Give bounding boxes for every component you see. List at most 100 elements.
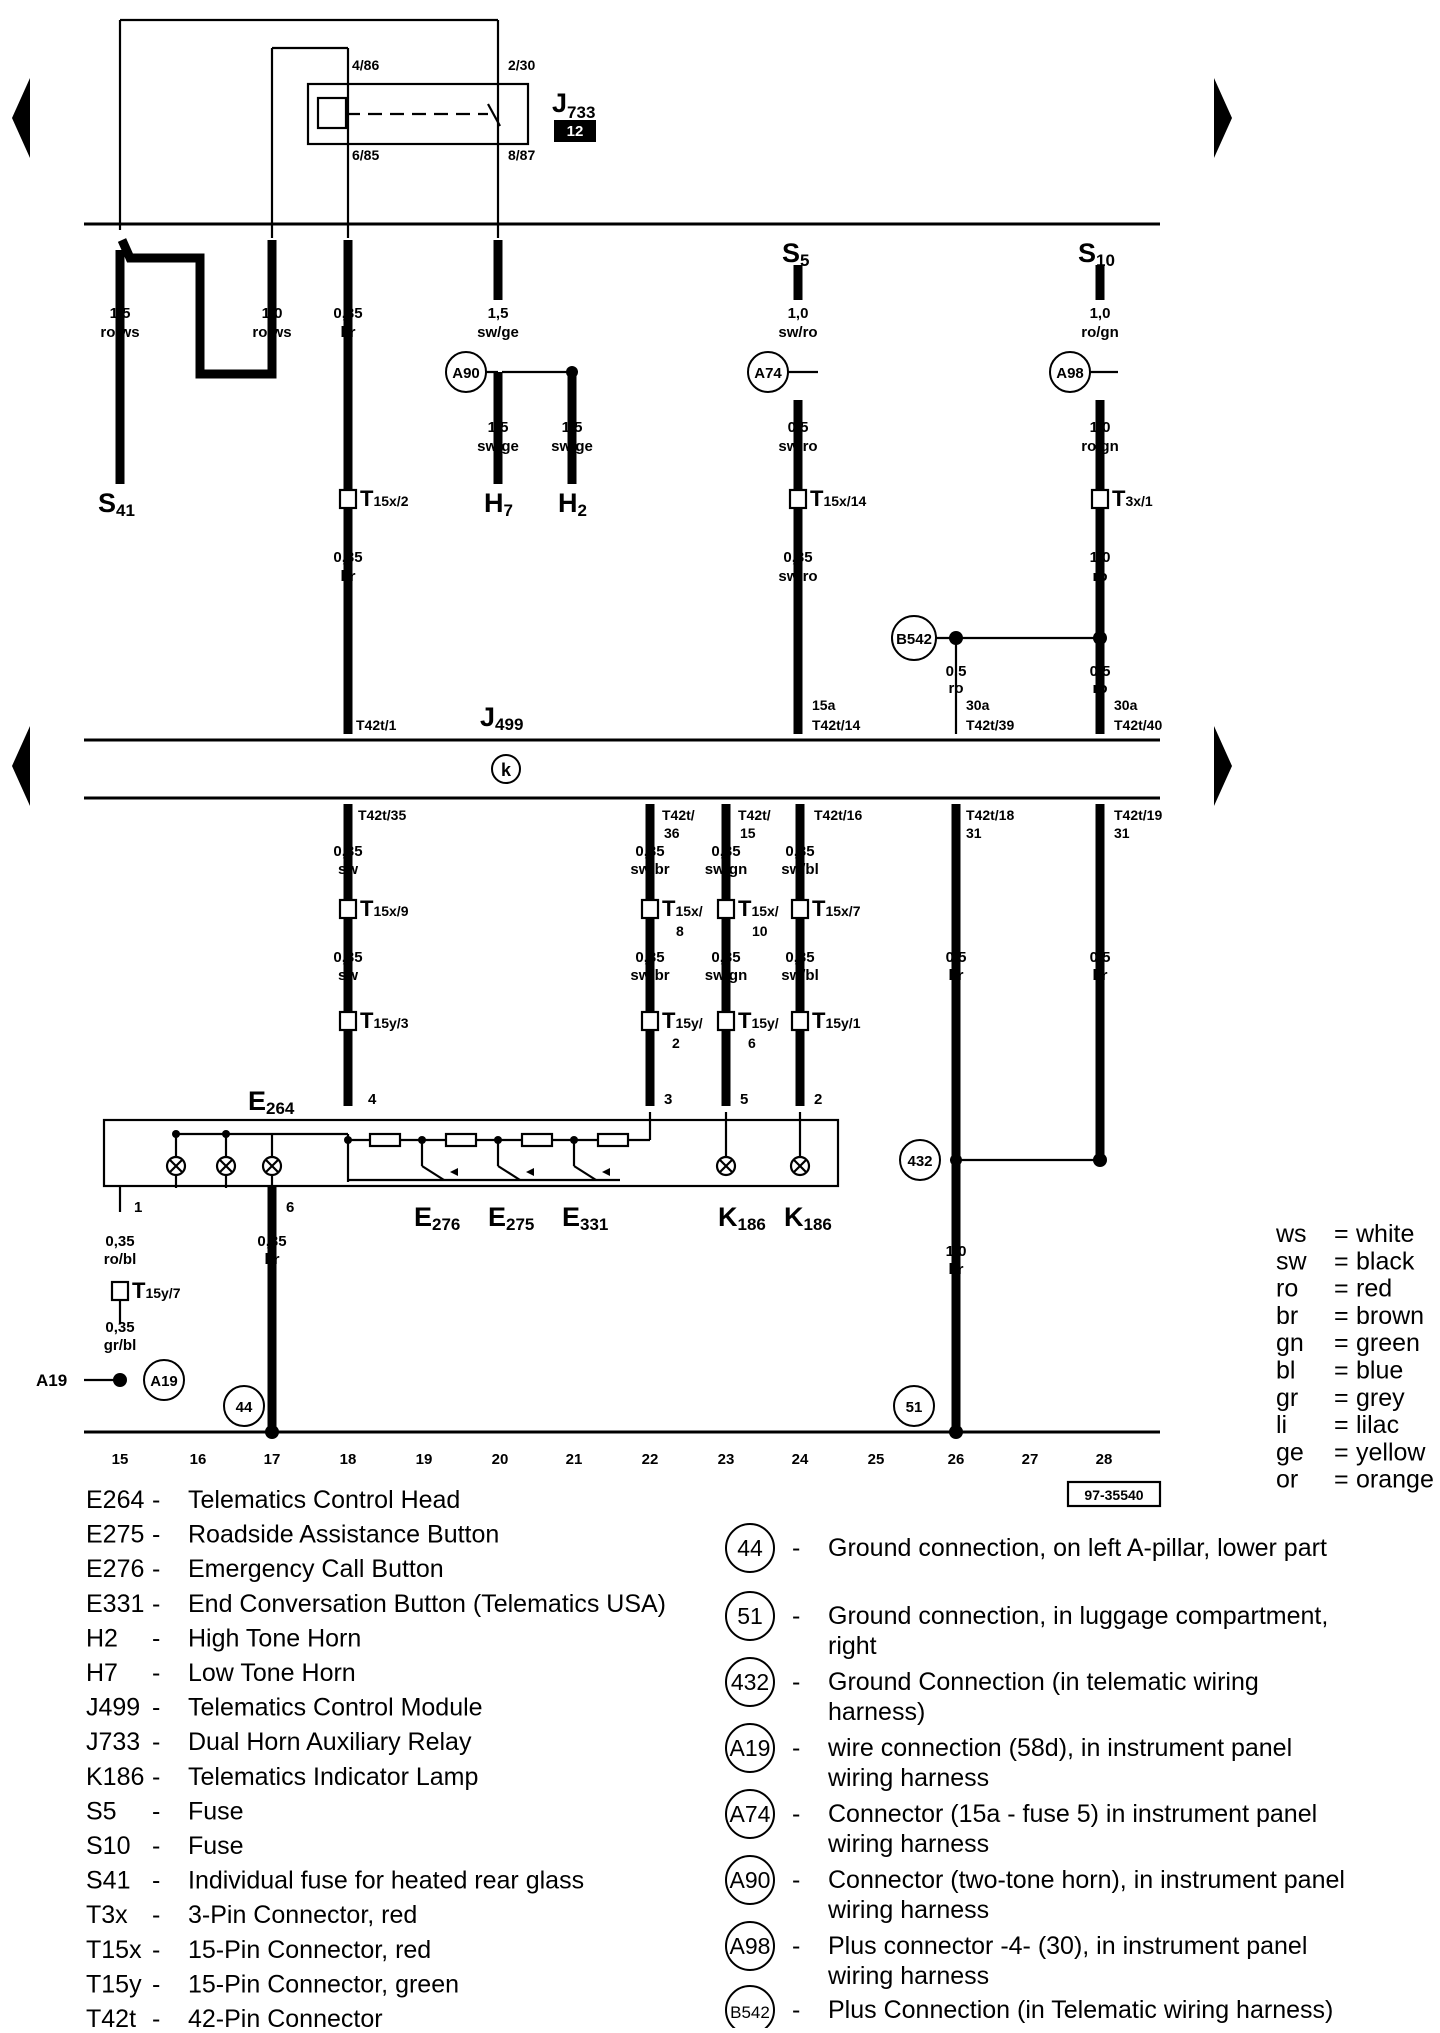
nav-next-arrow-top[interactable] bbox=[1214, 78, 1232, 158]
relay-pin-86: 4/86 bbox=[352, 57, 379, 73]
h7-label: H7 bbox=[484, 488, 513, 520]
column-number: 25 bbox=[868, 1451, 885, 1468]
wire-size: 0,35 bbox=[711, 949, 740, 966]
legend-line2: harness) bbox=[828, 1698, 925, 1726]
wire-size: 1,0 bbox=[788, 305, 809, 322]
lamp-3 bbox=[261, 1155, 283, 1177]
relay-j733: J733 12 4/86 2/30 6/85 8/87 bbox=[306, 57, 596, 163]
legend-ref: 44 bbox=[737, 1535, 763, 1561]
svg-text:A90: A90 bbox=[452, 365, 480, 382]
legend-ref: 432 bbox=[731, 1669, 769, 1695]
column-number: 23 bbox=[718, 1451, 735, 1468]
legend-dash: - bbox=[152, 1486, 160, 1514]
legend-code: H2 bbox=[86, 1624, 118, 1652]
wire-size: 1,0 bbox=[1090, 305, 1111, 322]
legend-code: E276 bbox=[86, 1555, 144, 1583]
column-number: 15 bbox=[112, 1451, 129, 1468]
legend-code: S10 bbox=[86, 1832, 130, 1860]
svg-text:8: 8 bbox=[676, 923, 684, 939]
nav-prev-arrow-top[interactable] bbox=[12, 78, 30, 158]
color-key-equals: = bbox=[1334, 1466, 1349, 1494]
legend-ref: A74 bbox=[730, 1801, 771, 1827]
color-key-code: li bbox=[1276, 1411, 1287, 1439]
legend-dash: - bbox=[792, 1668, 800, 1696]
wire-size: 0,35 bbox=[333, 549, 362, 566]
wire-size: 1,5 bbox=[562, 419, 583, 436]
wire-size: 1,5 bbox=[488, 305, 509, 322]
color-key-name: red bbox=[1356, 1275, 1392, 1303]
color-key-name: brown bbox=[1356, 1302, 1424, 1330]
legend-line2: wiring harness bbox=[827, 1830, 989, 1858]
legend-line1: Connector (15a - fuse 5) in instrument p… bbox=[828, 1800, 1317, 1828]
pin-label: T42t/40 bbox=[1114, 717, 1162, 733]
legend-dash: - bbox=[152, 1936, 160, 1964]
legend-desc: Roadside Assistance Button bbox=[188, 1521, 499, 1549]
color-key-name: white bbox=[1355, 1220, 1414, 1248]
ref-432: 432 bbox=[899, 1139, 941, 1181]
wire-color: ro bbox=[1093, 680, 1108, 697]
legend-ref: B542 bbox=[730, 2003, 770, 2022]
color-key-name: lilac bbox=[1356, 1411, 1399, 1439]
wire-color: sw/ro bbox=[778, 568, 817, 585]
s10-label: S10 bbox=[1078, 238, 1115, 270]
legend-ref-circle bbox=[725, 1855, 775, 1905]
svg-text:B542: B542 bbox=[896, 631, 932, 648]
nav-next-arrow-mid[interactable] bbox=[1214, 726, 1232, 806]
nav-prev-arrow-mid[interactable] bbox=[12, 726, 30, 806]
legend-ref-circle bbox=[725, 1921, 775, 1971]
legend-desc: Fuse bbox=[188, 1832, 244, 1860]
color-key-code: br bbox=[1276, 1302, 1298, 1330]
wire-color: sw/ge bbox=[551, 438, 593, 455]
legend-dash: - bbox=[152, 1970, 160, 1998]
column-number: 21 bbox=[566, 1451, 583, 1468]
svg-text:T15x/7: T15x/7 bbox=[812, 896, 861, 921]
legend-ref: A19 bbox=[730, 1735, 771, 1761]
e264-label: E264 bbox=[248, 1086, 295, 1118]
wire-size: 1,5 bbox=[110, 305, 131, 322]
pin-label: T42t/14 bbox=[812, 717, 860, 733]
legend-line1: Plus connector -4- (30), in instrument p… bbox=[828, 1932, 1307, 1960]
legend-dash: - bbox=[152, 1901, 160, 1929]
wire-size: 0,35 bbox=[785, 843, 814, 860]
connector-t15x14: T15x/14 bbox=[788, 486, 866, 511]
legend-line1: Plus Connection (in Telematic wiring har… bbox=[828, 1996, 1333, 2024]
lamp-k186a bbox=[715, 1155, 737, 1177]
h2-label: H2 bbox=[558, 488, 587, 520]
column-number: 19 bbox=[416, 1451, 433, 1468]
legend-dash: - bbox=[152, 1521, 160, 1549]
legend-code: T15x bbox=[86, 1936, 142, 1964]
legend-dash: - bbox=[152, 1797, 160, 1825]
wire-size: 0,5 bbox=[946, 663, 967, 680]
connector-t15y1: T15y/1 bbox=[790, 1008, 861, 1033]
color-key-equals: = bbox=[1334, 1302, 1349, 1330]
wire-color: ro/gn bbox=[1081, 438, 1119, 455]
legend-ref: A90 bbox=[730, 1867, 771, 1893]
legend-ref: 51 bbox=[737, 1603, 763, 1629]
pin-label: 30a bbox=[966, 697, 990, 713]
legend-ref-circle bbox=[725, 1789, 775, 1839]
legend-code: T3x bbox=[86, 1901, 128, 1929]
legend-desc: Telematics Control Head bbox=[188, 1486, 460, 1514]
color-key-equals: = bbox=[1334, 1357, 1349, 1385]
upper-connectors: T15x/2 T15x/14 T3x/1 bbox=[338, 486, 1153, 511]
color-key-name: orange bbox=[1356, 1466, 1434, 1494]
ref-a74: A74 bbox=[747, 351, 789, 393]
column-number: 20 bbox=[492, 1451, 509, 1468]
lower-wire-labels: 0,35 sw 0,35 sw/br 0,35 sw/gn 0,35 sw/bl… bbox=[104, 843, 1111, 1354]
legend-dash: - bbox=[152, 1728, 160, 1756]
svg-text:51: 51 bbox=[906, 1399, 923, 1416]
pin-label: T42t/19 bbox=[1114, 807, 1162, 823]
legend-desc: 15-Pin Connector, green bbox=[188, 1970, 459, 1998]
legend-ref-circle bbox=[725, 1657, 775, 1707]
legend-desc: Dual Horn Auxiliary Relay bbox=[188, 1728, 472, 1756]
wire-size: 0,35 bbox=[333, 305, 362, 322]
connector-t15y7: T15y/7 bbox=[110, 1278, 181, 1303]
legend-code: H7 bbox=[86, 1659, 118, 1687]
module-j499: J499 k T42t/1 15a T42t/14 30a T42t/39 30… bbox=[84, 697, 1162, 841]
svg-text:T15x/14: T15x/14 bbox=[810, 486, 866, 511]
color-key-code: bl bbox=[1276, 1357, 1295, 1385]
pin-label: T42t/18 bbox=[966, 807, 1014, 823]
e264-pin: 3 bbox=[664, 1091, 672, 1108]
legend-line2: wiring harness bbox=[827, 1896, 989, 1924]
color-key-code: sw bbox=[1276, 1247, 1308, 1275]
